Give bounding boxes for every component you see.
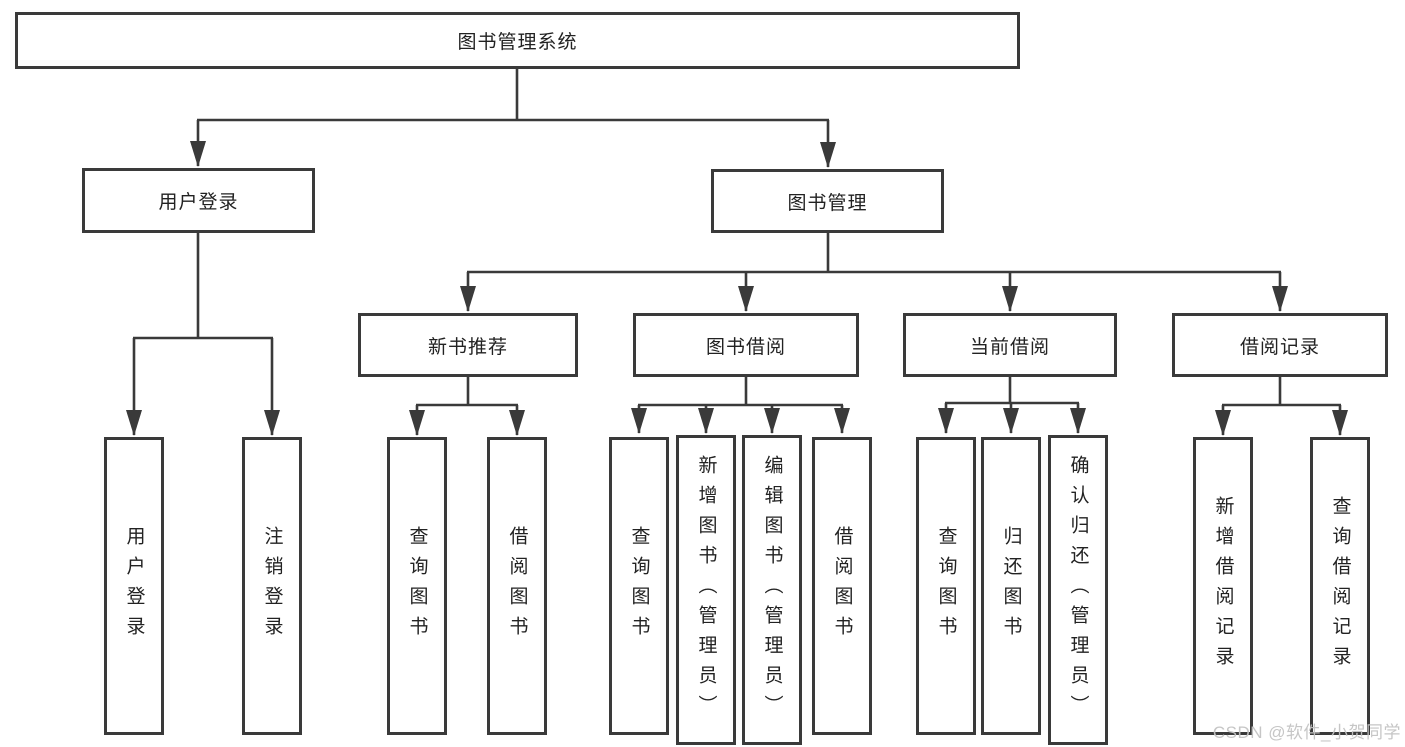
leaf-label: 查询图书 — [406, 526, 428, 646]
leaf-label: 新增借阅记录 — [1212, 496, 1234, 676]
leaf-label: 注销登录 — [261, 526, 283, 646]
leaf-confirm-return-admin: 确认归还（管理员） — [1048, 435, 1108, 745]
leaf-query-books-newbooks: 查询图书 — [387, 437, 447, 735]
node-borrow-records: 借阅记录 — [1172, 313, 1388, 377]
leaf-borrow-books: 借阅图书 — [812, 437, 872, 735]
node-label: 用户登录 — [158, 192, 239, 213]
node-book-borrow: 图书借阅 — [633, 313, 859, 377]
leaf-label: 查询图书 — [935, 526, 957, 646]
book-borrow-connector — [631, 377, 850, 434]
leaf-add-borrow-record: 新增借阅记录 — [1193, 437, 1253, 735]
borrow-records-connector — [1215, 377, 1348, 436]
leaf-logout: 注销登录 — [242, 437, 302, 735]
node-label: 图书借阅 — [705, 336, 786, 358]
root-connector — [190, 68, 836, 168]
leaf-label: 新增图书（管理员） — [695, 455, 717, 725]
user-login-connector — [126, 232, 280, 436]
current-borrow-connector — [938, 377, 1086, 434]
csdn-watermark: CSDN @软件_小贺同学 — [1212, 723, 1401, 742]
node-label: 借阅记录 — [1239, 336, 1320, 358]
leaf-query-borrow-record: 查询借阅记录 — [1310, 437, 1370, 735]
leaf-label: 归还图书 — [1000, 526, 1022, 646]
leaf-borrow-books-newbooks: 借阅图书 — [487, 437, 547, 735]
leaf-label: 编辑图书（管理员） — [761, 455, 783, 725]
node-current-borrow: 当前借阅 — [903, 313, 1117, 377]
leaf-label: 查询借阅记录 — [1329, 496, 1351, 676]
node-user-login: 用户登录 — [82, 168, 315, 233]
node-new-book-recommend: 新书推荐 — [358, 313, 578, 377]
leaf-label: 借阅图书 — [831, 526, 853, 646]
node-label: 图书管理系统 — [457, 32, 578, 53]
leaf-edit-books-admin: 编辑图书（管理员） — [742, 435, 802, 745]
node-library-management-system: 图书管理系统 — [15, 12, 1020, 69]
node-label: 当前借阅 — [969, 336, 1050, 358]
leaf-label: 查询图书 — [628, 526, 650, 646]
leaf-query-books-current: 查询图书 — [916, 437, 976, 735]
leaf-label: 借阅图书 — [506, 526, 528, 646]
node-book-management: 图书管理 — [711, 169, 944, 233]
book-management-connector — [460, 233, 1288, 312]
leaf-label: 确认归还（管理员） — [1067, 455, 1089, 725]
leaf-label: 用户登录 — [123, 526, 145, 646]
leaf-user-login: 用户登录 — [104, 437, 164, 735]
node-label: 新书推荐 — [427, 336, 508, 358]
node-label: 图书管理 — [787, 192, 868, 214]
leaf-add-books-admin: 新增图书（管理员） — [676, 435, 736, 745]
new-books-connector — [409, 377, 525, 436]
leaf-query-books-borrow: 查询图书 — [609, 437, 669, 735]
leaf-return-books: 归还图书 — [981, 437, 1041, 735]
